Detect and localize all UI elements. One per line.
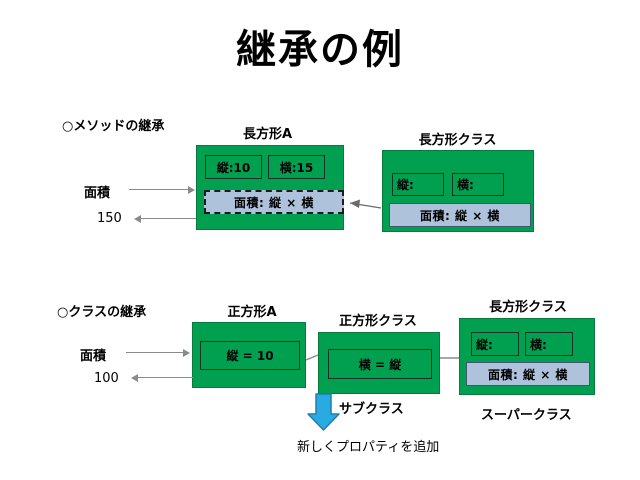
property-box-tate-empty-bottom[interactable]: 縦:: [471, 332, 519, 356]
label-superclass: スーパークラス: [481, 408, 572, 423]
property-box-tate-empty-top[interactable]: 縦:: [392, 173, 444, 196]
property-box-yoko-equals-tate[interactable]: 横 = 縦: [328, 349, 432, 379]
class-box-rectangle-class-bottom[interactable]: 縦: 横: 面積: 縦 × 横: [459, 318, 595, 395]
method-box-area-class-bottom[interactable]: 面積: 縦 × 横: [466, 362, 590, 386]
arrow-head-output-top: [134, 215, 141, 223]
property-box-tate-equals-10[interactable]: 縦 = 10: [200, 341, 300, 370]
property-box-yoko-empty-bottom[interactable]: 横:: [525, 332, 573, 356]
arrow-line-input-top: [129, 189, 189, 190]
arrow-line-input-bottom: [126, 352, 184, 353]
caption-square-a: 正方形A: [227, 305, 277, 320]
method-box-area-instance[interactable]: 面積: 縦 × 横: [204, 190, 344, 214]
object-box-square-a[interactable]: 縦 = 10: [192, 322, 306, 388]
method-box-area-class-top[interactable]: 面積: 縦 × 横: [389, 203, 531, 227]
inheritance-arrow-head-top: [350, 199, 360, 208]
caption-square-class: 正方形クラス: [339, 314, 417, 329]
section-heading-method-inheritance: ○メソッドの継承: [62, 119, 165, 134]
note-add-new-property: 新しくプロパティを追加: [297, 440, 440, 455]
section-heading-class-inheritance: ○クラスの継承: [57, 305, 147, 320]
property-box-tate-10[interactable]: 縦:10: [205, 155, 262, 179]
object-box-rectangle-a[interactable]: 縦:10 横:15 面積: 縦 × 横: [196, 145, 344, 230]
arrow-line-output-top: [140, 218, 196, 219]
caption-rectangle-class-top: 長方形クラス: [418, 133, 497, 148]
caption-rectangle-class-bottom: 長方形クラス: [489, 300, 567, 315]
property-box-yoko-15[interactable]: 横:15: [268, 155, 325, 179]
blue-down-arrow-icon: [307, 393, 340, 431]
class-box-rectangle-class-top[interactable]: 縦: 横: 面積: 縦 × 横: [382, 150, 534, 232]
arrow-head-input-top: [188, 186, 195, 194]
label-area-output-bottom: 100: [94, 371, 119, 386]
label-subclass: サブクラス: [339, 402, 404, 417]
arrow-line-output-bottom: [137, 377, 193, 378]
class-box-square-class[interactable]: 横 = 縦: [318, 332, 440, 394]
connector-square-a-to-square-class: [305, 354, 319, 361]
property-box-yoko-empty-top[interactable]: 横:: [452, 173, 504, 196]
label-area-input-bottom: 面積: [80, 349, 107, 364]
label-area-output-top: 150: [97, 211, 122, 226]
inheritance-arrow-line-top: [349, 202, 382, 209]
label-area-input-top: 面積: [84, 186, 111, 201]
page-title: 継承の例: [236, 27, 404, 73]
caption-rectangle-a: 長方形A: [242, 127, 293, 142]
arrow-head-output-bottom: [131, 374, 138, 382]
arrow-head-input-bottom: [183, 349, 190, 357]
